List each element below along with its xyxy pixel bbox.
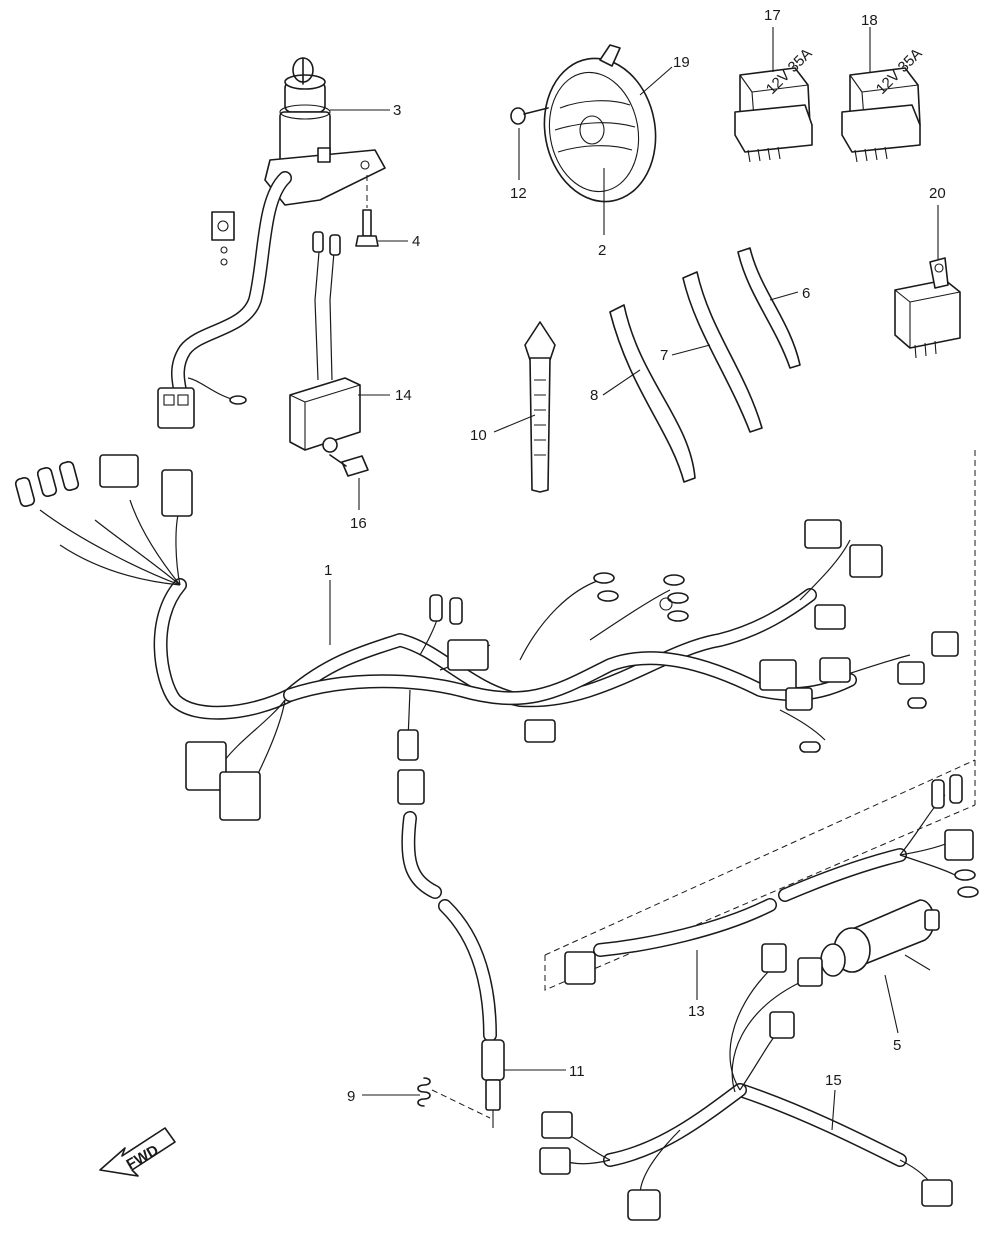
- callout-11: 11: [569, 1063, 585, 1080]
- ignition-harness: [157, 171, 292, 429]
- cable-band-7: [682, 271, 763, 433]
- callout-2: 2: [598, 242, 606, 259]
- callout-3: 3: [393, 102, 401, 119]
- forward-direction-arrow: FWD: [99, 1127, 176, 1177]
- callout-20: 20: [929, 185, 946, 202]
- callout-1: 1: [324, 562, 332, 579]
- leader-lines: [329, 27, 939, 1131]
- callout-10: 10: [470, 427, 487, 444]
- callout-14: 14: [395, 387, 412, 404]
- cable-band-8: [609, 304, 696, 483]
- cable-tie-10: [524, 321, 556, 493]
- callout-6: 6: [802, 285, 810, 302]
- sensor-cable-11: [397, 769, 505, 1128]
- callout-19: 19: [673, 54, 690, 71]
- regulator-module: [289, 231, 361, 453]
- bolt-part-16: [329, 454, 369, 477]
- callout-15: 15: [825, 1072, 842, 1089]
- callout-5: 5: [893, 1037, 901, 1054]
- callout-4: 4: [412, 233, 420, 250]
- sub-harness-13: [544, 450, 979, 991]
- bolt-part-4: [355, 175, 379, 247]
- harness-connectors: [14, 454, 959, 821]
- relay-17: 12V 35A: [734, 45, 816, 163]
- callout-16: 16: [350, 515, 367, 532]
- relay-20: [894, 257, 961, 359]
- cable-band-6: [737, 247, 801, 369]
- callout-7: 7: [660, 347, 668, 364]
- relay-18: 12V 35A: [841, 45, 926, 163]
- callout-12: 12: [510, 185, 527, 202]
- screw-part-12: [510, 107, 549, 125]
- horn: [543, 44, 657, 203]
- ignition-switch: [264, 57, 386, 206]
- spring-part-9: [417, 1077, 491, 1119]
- callout-17: 17: [764, 7, 781, 24]
- harness-part-15: [539, 943, 953, 1221]
- callout-8: 8: [590, 387, 598, 404]
- main-wire-harness: [39, 499, 911, 791]
- callout-9: 9: [347, 1088, 355, 1105]
- switch-part-5: [820, 899, 940, 977]
- callout-numbers: 1 2 3 4 5 6 7 8 9 10 11 12 13 14 15 16 1…: [324, 7, 946, 1105]
- callout-13: 13: [688, 1003, 705, 1020]
- callout-18: 18: [861, 12, 878, 29]
